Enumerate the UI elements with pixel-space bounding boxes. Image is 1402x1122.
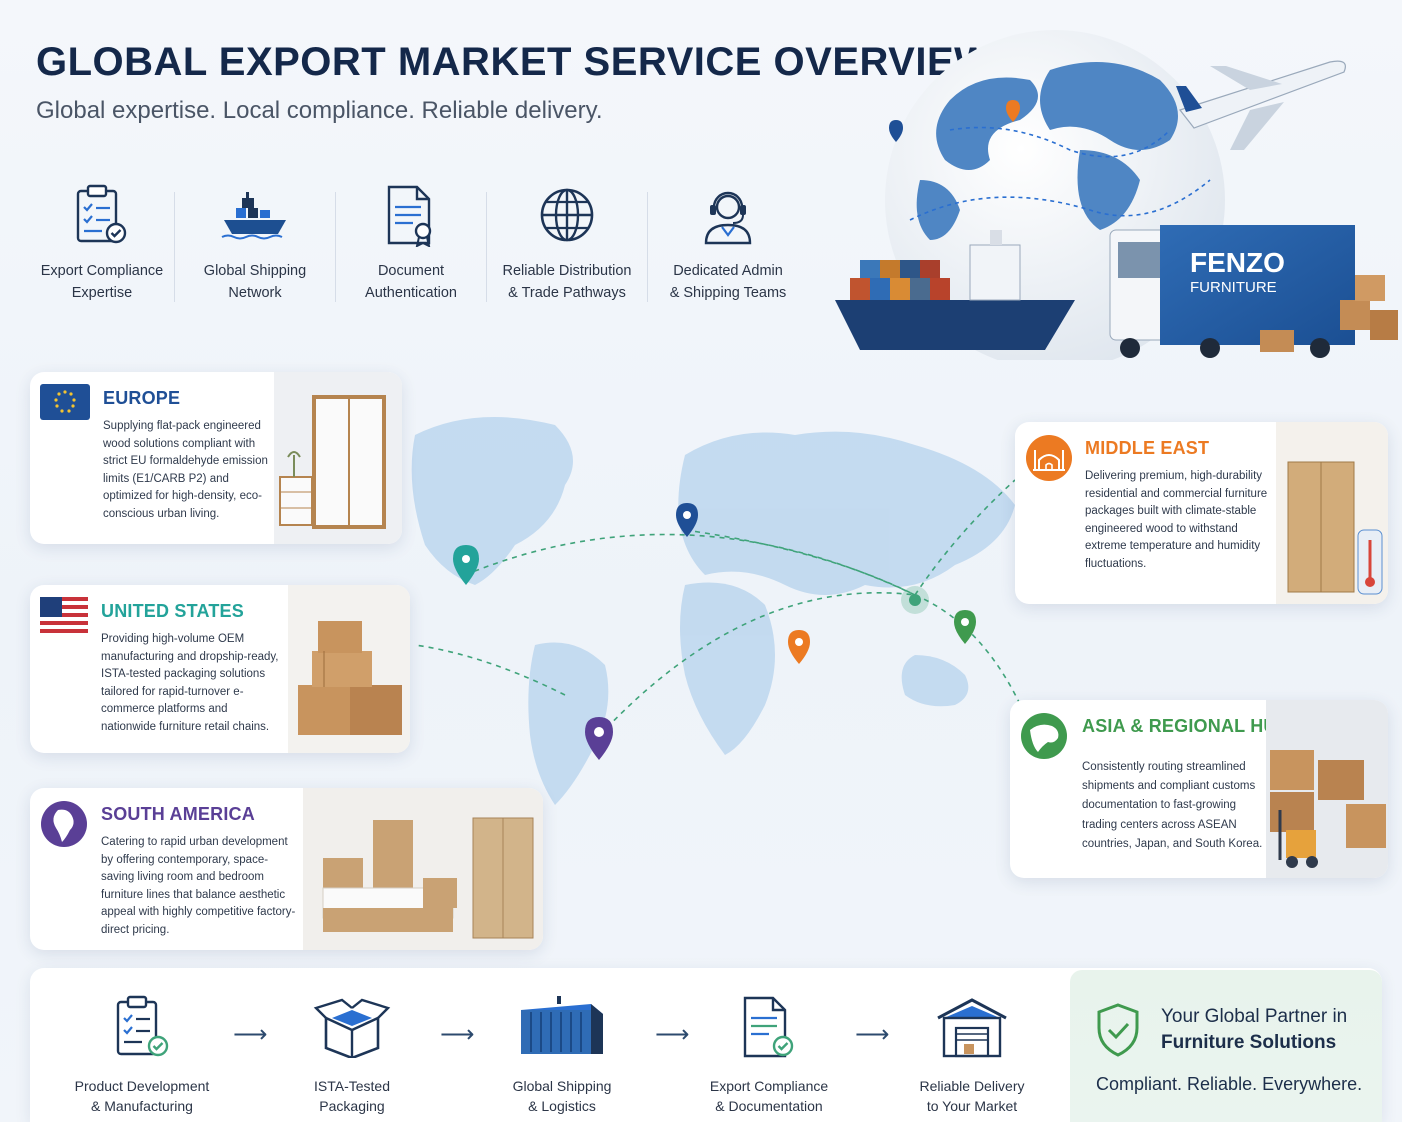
process-step-label: Product Development & Manufacturing: [74, 1078, 210, 1114]
page-title: GLOBAL EXPORT MARKET SERVICE OVERVIEW: [36, 40, 993, 84]
region-card-south-america: SOUTH AMERICA Catering to rapid urban de…: [30, 788, 543, 950]
certified-document-icon: [385, 180, 437, 250]
world-map: [395, 395, 1026, 815]
truck-brand-line1: FENZO: [1190, 247, 1285, 278]
truck-graphic: FENZO FURNITURE: [1109, 225, 1355, 358]
container-ship-graphic: [835, 230, 1075, 350]
region-title: SOUTH AMERICA: [101, 804, 255, 824]
region-description: Catering to rapid urban development by o…: [101, 836, 296, 936]
process-step-label: Global Shipping & Logistics: [512, 1078, 612, 1114]
service-label: Global Shipping Network: [203, 263, 307, 301]
region-description: Supplying flat-pack engineered wood solu…: [103, 420, 268, 520]
arrow-right-icon: ⟶: [855, 1021, 890, 1048]
service-document-authentication: Document Authentication: [336, 180, 486, 310]
region-card-middle-east: MIDDLE EAST Delivering premium, high-dur…: [1015, 422, 1388, 604]
hero-illustration: FENZO FURNITURE: [830, 30, 1402, 370]
process-step-delivery: Reliable Delivery to Your Market: [892, 992, 1052, 1116]
checklist-icon: [62, 992, 222, 1062]
process-step-label: Export Compliance & Documentation: [709, 1078, 829, 1114]
divider: [174, 192, 175, 302]
cardboard-boxes-image: [288, 585, 410, 753]
map-pin-europe: [676, 503, 698, 537]
region-description: Consistently routing streamlined shipmen…: [1082, 761, 1263, 850]
service-label: Document Authentication: [365, 263, 457, 301]
process-step-development: Product Development & Manufacturing: [62, 992, 222, 1116]
service-label: Reliable Distribution & Trade Pathways: [502, 263, 632, 301]
map-pin-africa: [788, 630, 810, 664]
trade-routes: [414, 479, 1026, 736]
globe-icon: [537, 180, 597, 250]
cargo-boxes-graphic: [1260, 275, 1398, 352]
divider: [647, 192, 648, 302]
process-step-shipping: Global Shipping & Logistics: [482, 992, 642, 1116]
service-global-shipping: Global Shipping Network: [175, 180, 335, 310]
map-pin-asia: [954, 610, 976, 644]
shipping-container-icon: [482, 992, 642, 1062]
service-dedicated-teams: Dedicated Admin & Shipping Teams: [648, 180, 808, 310]
bedroom-furniture-image: [303, 788, 543, 950]
region-title: ASIA & REGIONAL HUBS: [1082, 716, 1303, 736]
region-title: UNITED STATES: [101, 601, 244, 621]
airplane-graphic: [1176, 60, 1346, 150]
hub-marker: [909, 594, 921, 606]
process-step-label: ISTA-Tested Packaging: [314, 1078, 390, 1114]
region-card-europe: EUROPE Supplying flat-pack engineered wo…: [30, 372, 402, 544]
arrow-right-icon: ⟶: [440, 1021, 475, 1048]
service-export-compliance: Export Compliance Expertise: [30, 180, 174, 310]
arrow-right-icon: ⟶: [655, 1021, 690, 1048]
service-label: Export Compliance Expertise: [40, 263, 164, 301]
support-agent-icon: [700, 180, 756, 250]
cargo-ship-icon: [220, 180, 290, 250]
service-reliable-distribution: Reliable Distribution & Trade Pathways: [487, 180, 647, 310]
shield-check-icon: [1094, 1002, 1142, 1063]
process-step-compliance: Export Compliance & Documentation: [689, 992, 849, 1116]
services-row: Export Compliance Expertise Global Shipp…: [30, 180, 820, 310]
approved-document-icon: [689, 992, 849, 1062]
warehouse-forklift-image: [1266, 700, 1388, 878]
partner-panel: Your Global Partner in Furniture Solutio…: [1070, 970, 1382, 1122]
eu-flag-icon: [40, 384, 90, 425]
partner-line2: Furniture Solutions: [1161, 1032, 1337, 1053]
service-label: Dedicated Admin & Shipping Teams: [669, 263, 787, 301]
divider: [486, 192, 487, 302]
divider: [335, 192, 336, 302]
region-card-asia: ASIA & REGIONAL HUBS Consistently routin…: [1010, 700, 1388, 878]
south-america-globe-icon: [40, 800, 88, 853]
map-continents: [411, 417, 1015, 805]
region-title: MIDDLE EAST: [1085, 438, 1210, 458]
wardrobe-image: [274, 372, 402, 544]
region-title: EUROPE: [103, 388, 181, 408]
asia-globe-icon: [1020, 712, 1068, 765]
page-subtitle: Global expertise. Local compliance. Reli…: [36, 97, 603, 124]
partner-line1: Your Global Partner in: [1161, 1006, 1348, 1027]
warehouse-icon: [892, 992, 1052, 1062]
partner-tagline: Compliant. Reliable. Everywhere.: [1096, 1074, 1363, 1094]
map-pin-us: [453, 545, 479, 585]
map-pin-south-america: [585, 717, 613, 760]
open-box-icon: [272, 992, 432, 1062]
region-card-united-states: UNITED STATES Providing high-volume OEM …: [30, 585, 410, 753]
wooden-wardrobe-image: [1276, 422, 1388, 604]
truck-brand-line2: FURNITURE: [1190, 279, 1277, 296]
region-description: Delivering premium, high-durability resi…: [1085, 470, 1268, 570]
us-flag-icon: [40, 597, 88, 638]
region-description: Providing high-volume OEM manufacturing …: [101, 633, 279, 733]
mosque-icon: [1025, 434, 1073, 487]
clipboard-check-icon: [74, 180, 130, 250]
process-step-label: Reliable Delivery to Your Market: [919, 1078, 1025, 1114]
process-step-packaging: ISTA-Tested Packaging: [272, 992, 432, 1116]
arrow-right-icon: ⟶: [233, 1021, 268, 1048]
